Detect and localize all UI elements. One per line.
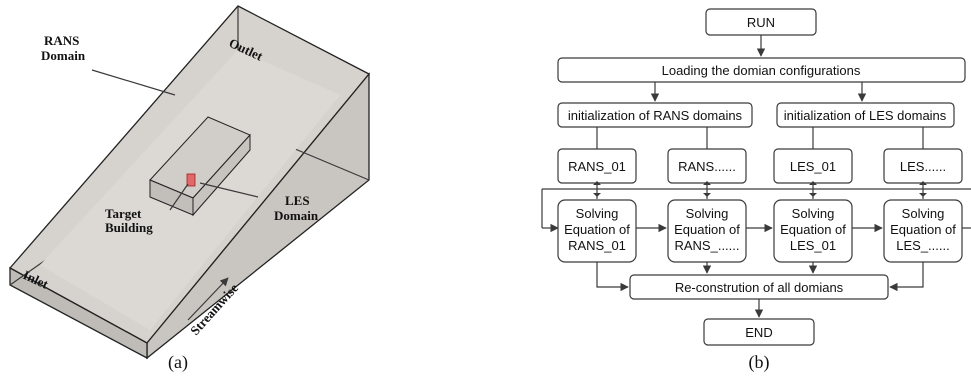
solver-text: Equation of [674,222,740,237]
domain-text: LES_01 [790,159,836,174]
target-building-label: Building [105,220,153,235]
domain-text: LES...... [900,159,946,174]
init-rans-text: initialization of RANS domains [568,108,743,123]
run-text: RUN [747,15,775,30]
leader-les [199,182,259,198]
solver-text: Equation of [890,222,956,237]
arrow-solver-reconstruct [889,262,924,292]
les-domain-left [149,179,194,216]
les-domain-label: Domain [274,208,319,223]
init-les-text: initialization of LES domains [784,108,947,123]
solver-text: LES_01 [790,238,836,253]
exchange-markers [593,181,927,197]
panel-a-domain-diagram: RANS Domain Outlet Inlet LES Domain Targ… [8,5,371,373]
solver-text: Solving [902,206,945,221]
target-building-marker [186,173,196,187]
arrow-solver-reconstruct [596,262,629,292]
solver-text: Equation of [564,222,630,237]
solver-text: Solving [686,206,729,221]
solver-text: RANS_01 [568,238,626,253]
streamwise-arrow [187,277,229,321]
init-les-box [776,102,955,128]
leader-rans [91,69,176,96]
leader-target [169,183,189,211]
init-rans-box [557,102,753,128]
solver-text: Solving [576,206,619,221]
loading-box [557,57,966,83]
les-domain-label: LES [285,193,310,208]
panel-b-caption: (b) [749,352,770,373]
rans-domain-left-face [9,266,148,360]
solver-text: RANS_...... [674,238,739,253]
loading-text: Loading the domian configurations [662,63,861,78]
reconstruct-text: Re-constrution of all domians [675,280,844,295]
solver-text: Solving [792,206,835,221]
panel-b-flowchart: RUN Loading the domian configurations in… [541,8,971,373]
rans-domain-label: Domain [41,48,86,63]
panel-a-caption: (a) [168,352,188,373]
end-box [703,318,815,346]
domain-text: RANS...... [678,159,736,174]
target-building-label: Target [105,206,142,221]
solver-text: Equation of [780,222,846,237]
end-text: END [745,325,772,340]
solver-text: LES_...... [896,238,949,253]
rans-domain-label: RANS [44,33,79,48]
domain-text: RANS_01 [568,159,626,174]
